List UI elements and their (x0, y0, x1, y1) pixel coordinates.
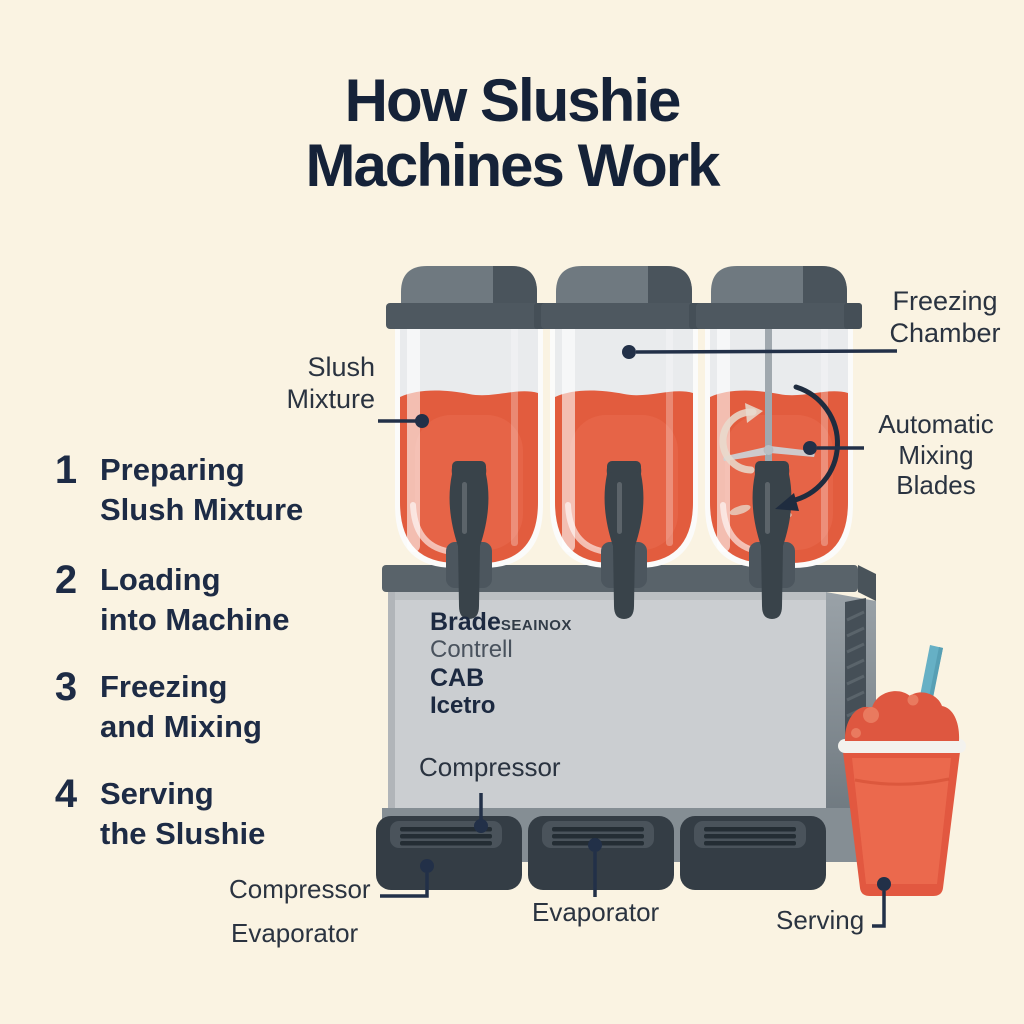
tank-2-rim (541, 303, 707, 329)
label-freezing-chamber: Freezing Chamber (889, 286, 1001, 349)
step-4-label: Serving the Slushie (100, 776, 266, 851)
cup-slush-dome (844, 691, 960, 741)
step-2-label: Loading into Machine (100, 562, 290, 637)
label-evaporator-center: Evaporator (532, 897, 660, 927)
label-evaporator-left: Evaporator (231, 918, 359, 948)
slushie-cup (838, 645, 966, 896)
vent-3 (680, 816, 826, 890)
mixing-blades (723, 445, 815, 461)
vent-1 (376, 816, 522, 890)
callout-serving (872, 877, 891, 928)
page-title-text: How Slushie Machines Work (305, 67, 720, 200)
step-3-number: 3 (54, 665, 78, 709)
brand-name-secondary: SEAINOX (500, 617, 572, 634)
step-3-label: Freezing and Mixing (100, 669, 262, 744)
callout-slush-mixture (378, 414, 429, 428)
callout-compressor-bottom (380, 859, 434, 898)
top-bar-side (858, 565, 876, 601)
step-1-number: 1 (54, 448, 78, 492)
cup-rim (838, 739, 966, 753)
brand-line-2: Contrell (430, 636, 513, 663)
mixing-arc-arrow (775, 384, 840, 511)
tank-3-rim (696, 303, 862, 329)
tank-1-rim (386, 303, 552, 329)
callout-compressor-top (474, 793, 488, 833)
brand-line-3: CAB (430, 664, 485, 692)
callout-freezing-chamber (622, 345, 898, 359)
panel-top-shadow (388, 592, 826, 600)
label-serving: Serving (776, 905, 865, 935)
tap-1 (446, 461, 492, 619)
label-compressor-top: Compressor (419, 752, 561, 782)
label-compressor-bottom: Compressor (229, 874, 371, 904)
step-2-number: 2 (54, 558, 78, 602)
step-1-label: Preparing Slush Mixture (100, 452, 304, 527)
callout-evaporator-center (588, 838, 602, 897)
machine-brand-block: BradeSEAINOX Contrell CAB Icetro (430, 608, 572, 720)
label-automatic-mixing-blades: Automatic Mixing Blades (878, 409, 994, 501)
callout-mixing-blades (803, 441, 864, 455)
tap-2 (601, 461, 647, 619)
brand-name-primary: Brade (430, 608, 501, 636)
panel-left-edge (388, 592, 395, 810)
step-4-number: 4 (54, 772, 78, 816)
mixing-shaft (765, 327, 772, 489)
label-slush-mixture: Slush Mixture (286, 352, 375, 415)
machine-front-panel (388, 592, 826, 810)
callout-lines (378, 345, 898, 928)
vent-2 (528, 816, 674, 890)
brand-line-1: BradeSEAINOX (430, 608, 572, 636)
page-title: How Slushie Machines Work (0, 68, 1024, 199)
brand-line-4: Icetro (430, 692, 496, 719)
